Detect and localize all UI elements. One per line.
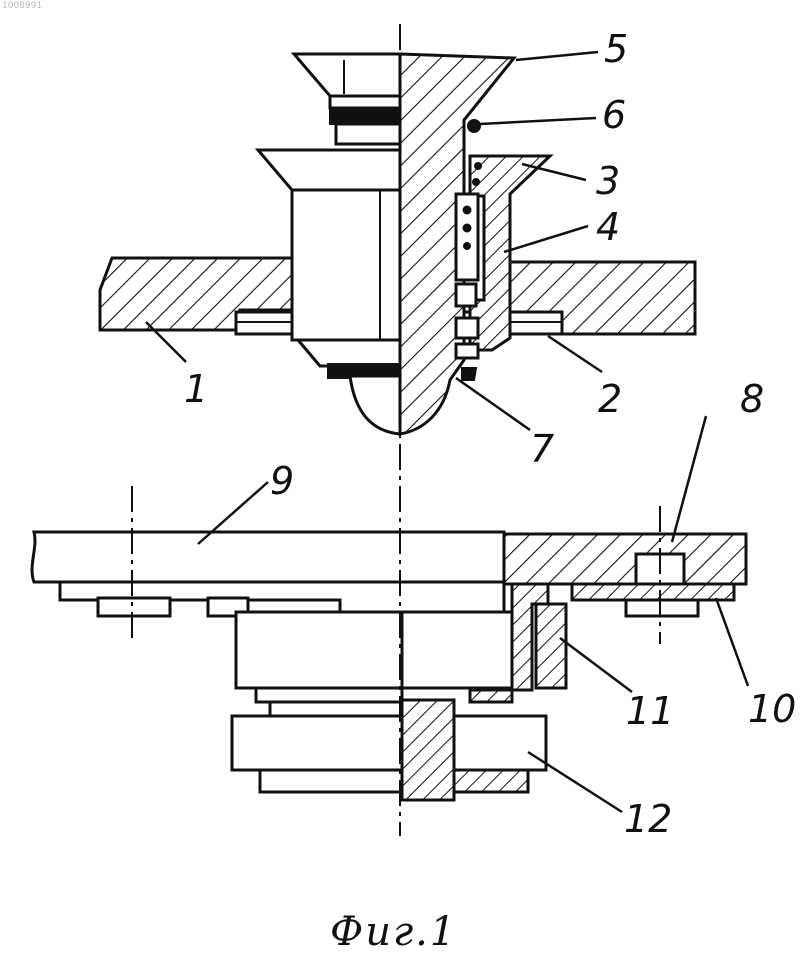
- bolt-head-left: [98, 598, 170, 616]
- lower-assembly: [32, 532, 746, 800]
- thread-neck: [256, 688, 402, 702]
- dome-tip: [350, 376, 400, 434]
- label-9: 9: [270, 459, 294, 503]
- thread: [402, 700, 454, 800]
- label-6: 6: [602, 93, 626, 137]
- nut-body: [292, 190, 400, 340]
- scan-id: 1008991: [2, 1, 42, 11]
- label-4: 4: [596, 205, 620, 249]
- label-3: 3: [596, 159, 620, 203]
- screw-head-5: [294, 54, 400, 96]
- plate-8: [504, 534, 746, 584]
- label-7: 7: [530, 427, 554, 471]
- gasket-10: [572, 584, 734, 600]
- label-12: 12: [624, 797, 672, 841]
- nut-flange: [258, 150, 400, 190]
- plate-9: [32, 532, 504, 582]
- label-2: 2: [598, 377, 622, 421]
- nut-12-left: [232, 716, 402, 770]
- plug-7: [462, 368, 476, 380]
- nut-12-right: [454, 716, 546, 770]
- bead-6: [468, 120, 480, 132]
- label-11: 11: [626, 689, 674, 733]
- label-10: 10: [748, 687, 796, 731]
- label-5: 5: [604, 27, 628, 71]
- label-1: 1: [184, 367, 208, 411]
- bolt-head-right: [626, 600, 698, 616]
- housing: [236, 612, 402, 688]
- seal-ring-6: [330, 108, 400, 124]
- label-8: 8: [740, 377, 764, 421]
- figure-caption: Фиг.1: [330, 909, 457, 955]
